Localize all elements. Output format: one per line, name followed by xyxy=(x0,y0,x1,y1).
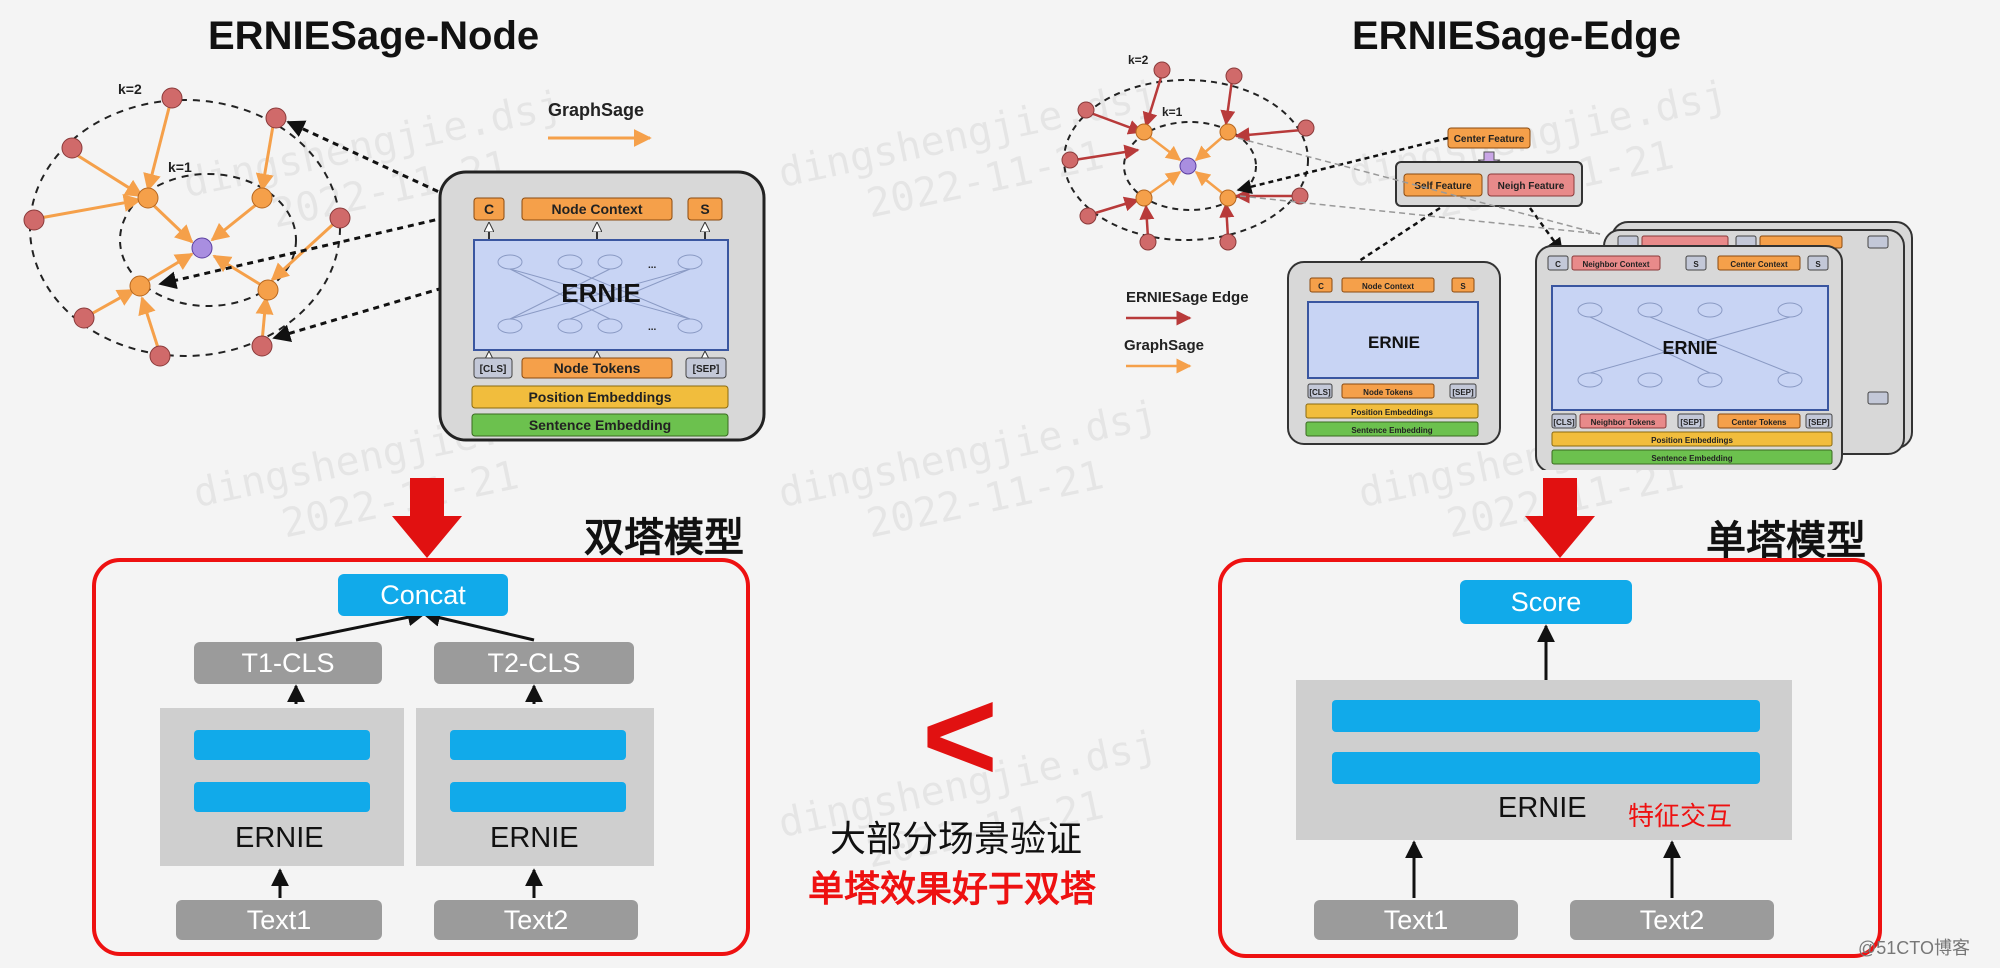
svg-text:ERNIE: ERNIE xyxy=(561,278,640,308)
svg-text:[CLS]: [CLS] xyxy=(1309,388,1331,397)
svg-text:[SEP]: [SEP] xyxy=(1452,388,1474,397)
svg-text:Self Feature: Self Feature xyxy=(1414,181,1472,192)
left-down-arrow xyxy=(392,478,462,558)
less-than-symbol: < xyxy=(922,662,998,808)
text1-box: Text1 xyxy=(1314,900,1518,940)
t2-cls-box: T2-CLS xyxy=(434,642,634,684)
svg-text:C: C xyxy=(484,201,494,217)
svg-text:...: ... xyxy=(648,322,657,333)
right-graph-svg: k=2 k=1 ERNIESage Edge GraphSage Cente xyxy=(1061,53,1913,470)
svg-text:S: S xyxy=(1460,282,1466,291)
ernie-layer xyxy=(1332,752,1760,784)
ernie-layer xyxy=(194,782,370,812)
ernie-layer xyxy=(194,730,370,760)
k2-label: k=2 xyxy=(118,81,142,97)
svg-text:Center Feature: Center Feature xyxy=(1454,134,1525,145)
conclusion-line1: 大部分场景验证 xyxy=(830,819,1083,860)
svg-text:Neighbor Tokens: Neighbor Tokens xyxy=(1591,418,1656,427)
svg-text:Sentence Embedding: Sentence Embedding xyxy=(1351,426,1432,435)
single-tower-connectors xyxy=(1405,624,1681,898)
svg-text:C: C xyxy=(1318,282,1324,291)
svg-text:Node Context: Node Context xyxy=(552,201,643,217)
svg-text:Neigh Feature: Neigh Feature xyxy=(1498,181,1565,192)
dual-tower-label: 双塔模型 xyxy=(584,515,744,561)
footer-watermark: @51CTO博客 xyxy=(1858,938,1970,958)
k1-circle xyxy=(119,173,297,307)
left-title: ERNIESage-Node xyxy=(208,14,540,58)
svg-text:ERNIE: ERNIE xyxy=(1368,333,1420,352)
left-graph-svg: k=2 k=1 GraphSage xyxy=(23,81,766,442)
svg-text:ERNIESage Edge: ERNIESage Edge xyxy=(1126,289,1249,306)
concat-box: Concat xyxy=(338,574,508,616)
graphsage-label: GraphSage xyxy=(548,100,644,120)
svg-text:[CLS]: [CLS] xyxy=(1553,418,1575,427)
text2-box: Text2 xyxy=(434,900,638,940)
dual-tower-connectors xyxy=(271,608,543,898)
svg-text:[SEP]: [SEP] xyxy=(693,364,720,375)
k1-label: k=1 xyxy=(168,159,192,175)
svg-text:Neighbor Context: Neighbor Context xyxy=(1582,260,1649,269)
svg-text:k=2: k=2 xyxy=(1128,53,1149,67)
t1-cls-box: T1-CLS xyxy=(194,642,382,684)
svg-text:Position Embeddings: Position Embeddings xyxy=(1651,436,1733,445)
svg-text:Sentence Embedding: Sentence Embedding xyxy=(529,417,671,433)
svg-text:Node Context: Node Context xyxy=(1362,282,1414,291)
ernie-label: ERNIE xyxy=(1498,792,1587,824)
svg-text:[SEP]: [SEP] xyxy=(1808,418,1830,427)
svg-text:S: S xyxy=(1693,260,1699,269)
ernie-layer xyxy=(450,730,626,760)
single-tower-label: 单塔模型 xyxy=(1706,518,1866,564)
text1-box: Text1 xyxy=(176,900,382,940)
svg-text:Center Context: Center Context xyxy=(1730,260,1788,269)
conclusion-line2: 单塔效果好于双塔 xyxy=(808,869,1097,910)
svg-text:S: S xyxy=(700,201,709,217)
svg-text:C: C xyxy=(1555,260,1561,269)
svg-text:[SEP]: [SEP] xyxy=(1680,418,1702,427)
svg-text:ERNIE: ERNIE xyxy=(1662,338,1717,358)
right-title: ERNIESage-Edge xyxy=(1352,14,1681,58)
ernie-layer xyxy=(450,782,626,812)
svg-text:S: S xyxy=(1815,260,1821,269)
svg-text:Position Embeddings: Position Embeddings xyxy=(1351,408,1433,417)
ernie2-label: ERNIE xyxy=(490,822,579,854)
svg-text:...: ... xyxy=(648,260,657,271)
ernie-layer xyxy=(1332,700,1760,732)
right-down-arrow xyxy=(1525,478,1595,558)
svg-text:[CLS]: [CLS] xyxy=(480,364,507,375)
svg-text:Sentence Embedding: Sentence Embedding xyxy=(1651,454,1732,463)
svg-text:Node Tokens: Node Tokens xyxy=(1363,388,1413,397)
svg-text:Position Embeddings: Position Embeddings xyxy=(528,389,671,405)
interaction-label: 特征交互 xyxy=(1628,802,1733,832)
svg-text:Node Tokens: Node Tokens xyxy=(554,360,641,376)
svg-text:Center Tokens: Center Tokens xyxy=(1732,418,1788,427)
score-box: Score xyxy=(1460,580,1632,624)
text2-box: Text2 xyxy=(1570,900,1774,940)
svg-text:k=1: k=1 xyxy=(1162,105,1183,119)
ernie1-label: ERNIE xyxy=(235,822,324,854)
svg-text:GraphSage: GraphSage xyxy=(1124,337,1204,354)
